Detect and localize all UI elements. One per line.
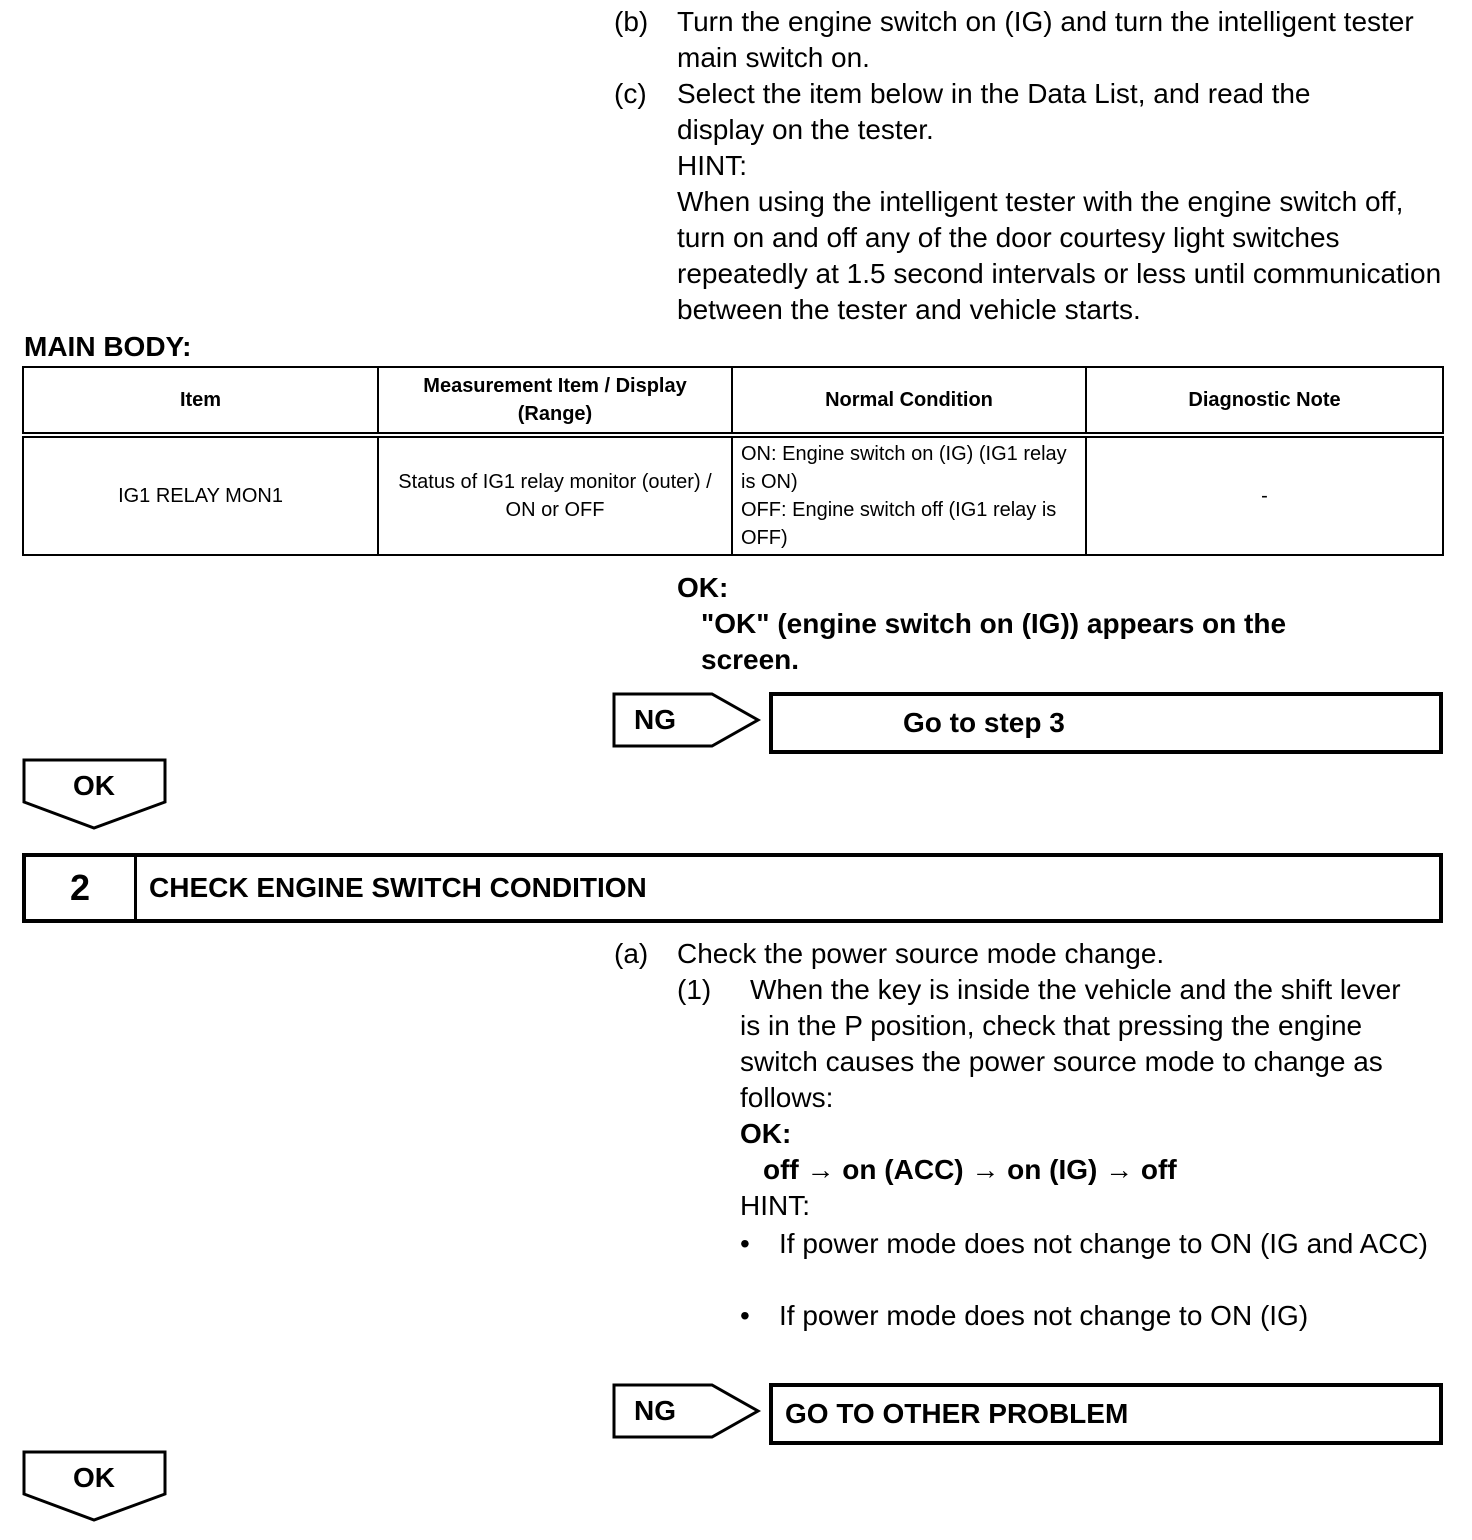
step-2a-text: Check the power source mode change. bbox=[677, 938, 1165, 969]
cell-normal-condition: ON: Engine switch on (IG) (IG1 relay is … bbox=[731, 434, 1087, 556]
ok-1-arrow-label: OK bbox=[73, 770, 115, 801]
cell-measurement: Status of IG1 relay monitor (outer) / ON… bbox=[377, 434, 733, 556]
normal-condition-on: ON: Engine switch on (IG) (IG1 relay is … bbox=[741, 443, 1067, 493]
hint-1-label: HINT: bbox=[677, 150, 747, 181]
down-arrow-icon bbox=[22, 1450, 167, 1522]
step-2-1-text: When the key is inside the vehicle and t… bbox=[740, 974, 1401, 1113]
header-item: Item bbox=[22, 366, 379, 438]
step-c-text: Select the item below in the Data List, … bbox=[677, 78, 1311, 145]
go-to-other-problem-link[interactable]: GO TO OTHER PROBLEM bbox=[769, 1383, 1443, 1445]
step-b-label: (b) bbox=[614, 6, 649, 37]
ok-2-label: OK: bbox=[740, 1118, 792, 1149]
step-2-title: CHECK ENGINE SWITCH CONDITION bbox=[149, 872, 647, 903]
ok-1-arrow: OK bbox=[22, 758, 168, 832]
ok-1-text: "OK" (engine switch on (IG)) appears on … bbox=[701, 608, 1287, 675]
ok-1-label: OK: bbox=[677, 572, 729, 603]
hint-2-bullet-2: If power mode does not change to ON (IG) bbox=[779, 1300, 1309, 1331]
down-arrow-icon bbox=[22, 758, 167, 830]
hint-1-text: When using the intelligent tester with t… bbox=[677, 186, 1442, 325]
table-header-row: Item Measurement Item / Display (Range) … bbox=[22, 366, 1444, 438]
step-2-number: 2 bbox=[26, 857, 137, 919]
bullet-icon: • bbox=[740, 1300, 750, 1331]
header-diagnostic-note: Diagnostic Note bbox=[1085, 366, 1444, 438]
header-normal-condition: Normal Condition bbox=[731, 366, 1087, 438]
bullet-icon: • bbox=[740, 1228, 750, 1259]
ng-2-tag: NG bbox=[612, 1383, 762, 1441]
hint-2-label: HINT: bbox=[740, 1190, 810, 1221]
ok-2-arrow: OK bbox=[22, 1450, 168, 1524]
ng-2-label: NG bbox=[634, 1395, 676, 1426]
step-2a-label: (a) bbox=[614, 938, 649, 969]
cell-item: IG1 RELAY MON1 bbox=[22, 434, 379, 556]
main-body-label: MAIN BODY: bbox=[24, 331, 192, 362]
ok-2-arrow-label: OK bbox=[73, 1462, 115, 1493]
ng-1-tag: NG bbox=[612, 692, 762, 750]
ng-1-label: NG bbox=[634, 704, 676, 735]
ng-arrow-icon bbox=[612, 692, 762, 748]
ok-2-sequence: off → on (ACC) → on (IG) → off bbox=[763, 1154, 1177, 1185]
header-measurement: Measurement Item / Display (Range) bbox=[377, 366, 733, 438]
go-to-step-3-link[interactable]: Go to step 3 bbox=[769, 692, 1443, 754]
step-b-text: Turn the engine switch on (IG) and turn … bbox=[677, 6, 1414, 73]
table-row: IG1 RELAY MON1 Status of IG1 relay monit… bbox=[22, 434, 1444, 556]
ng-arrow-icon bbox=[612, 1383, 762, 1439]
step-c-label: (c) bbox=[614, 78, 647, 109]
step-2-1-label: (1) bbox=[677, 974, 712, 1005]
data-list-table: Item Measurement Item / Display (Range) … bbox=[22, 366, 1444, 556]
hint-2-bullet-1: If power mode does not change to ON (IG … bbox=[779, 1228, 1429, 1259]
step-2-header: 2 CHECK ENGINE SWITCH CONDITION bbox=[22, 853, 1443, 923]
normal-condition-off: OFF: Engine switch off (IG1 relay is OFF… bbox=[741, 499, 1057, 549]
cell-diagnostic-note: - bbox=[1085, 434, 1444, 556]
